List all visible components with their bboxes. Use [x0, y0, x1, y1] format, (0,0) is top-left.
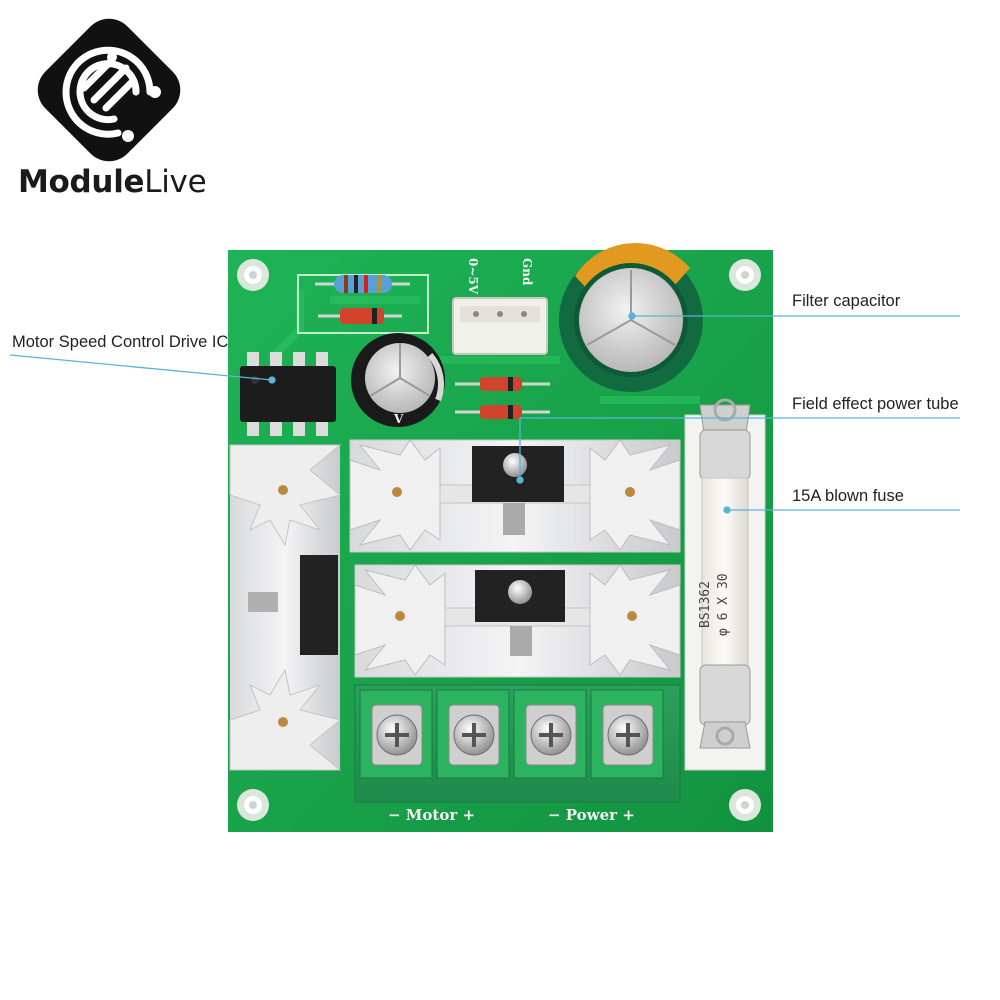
brand-name-light: Live — [144, 164, 207, 200]
terminal-screw-1 — [371, 704, 423, 766]
mounting-hole-bottom-right — [729, 789, 761, 821]
terminal-screw-4 — [602, 704, 654, 766]
mounting-hole-top-right — [729, 259, 761, 291]
mounting-hole-bottom-left — [237, 789, 269, 821]
brand-name: ModuleLive — [18, 164, 207, 200]
header-label-gnd: Gnd — [520, 258, 534, 286]
header-label-signal: 0~5V — [466, 258, 480, 295]
heatsink-top — [349, 439, 681, 553]
terminal-label-power: − Power + — [548, 806, 635, 824]
terminal-screw-3 — [525, 704, 577, 766]
resistor — [315, 275, 410, 293]
callout-field-effect-tube: Field effect power tube — [792, 395, 959, 413]
callout-filter-capacitor: Filter capacitor — [792, 292, 901, 310]
heatsink-bottom — [354, 564, 681, 678]
small-capacitor — [351, 333, 445, 427]
filter-capacitor — [559, 243, 703, 392]
callout-lines — [9, 312, 960, 514]
circuit-swirl-logo-icon — [37, 18, 181, 162]
heatsink-left — [229, 444, 342, 771]
blown-fuse — [684, 398, 766, 771]
mounting-hole-top-left — [237, 259, 269, 291]
terminal-screw-2 — [448, 704, 500, 766]
capacitor-marking: V — [394, 412, 404, 426]
callout-motor-speed-ic: Motor Speed Control Drive IC — [12, 333, 229, 351]
diode-middle — [455, 377, 550, 391]
fuse-marking-model: BS1362 — [698, 581, 713, 628]
terminal-label-motor: − Motor + — [388, 806, 476, 824]
diode-top — [318, 308, 402, 324]
callout-blown-fuse: 15A blown fuse — [792, 487, 904, 505]
signal-header-connector — [452, 297, 548, 355]
fuse-marking-size: φ 6 X 30 — [716, 573, 731, 636]
brand-name-bold: Module — [18, 164, 145, 200]
motor-speed-control-ic — [240, 352, 336, 436]
diode-lower — [455, 405, 550, 419]
